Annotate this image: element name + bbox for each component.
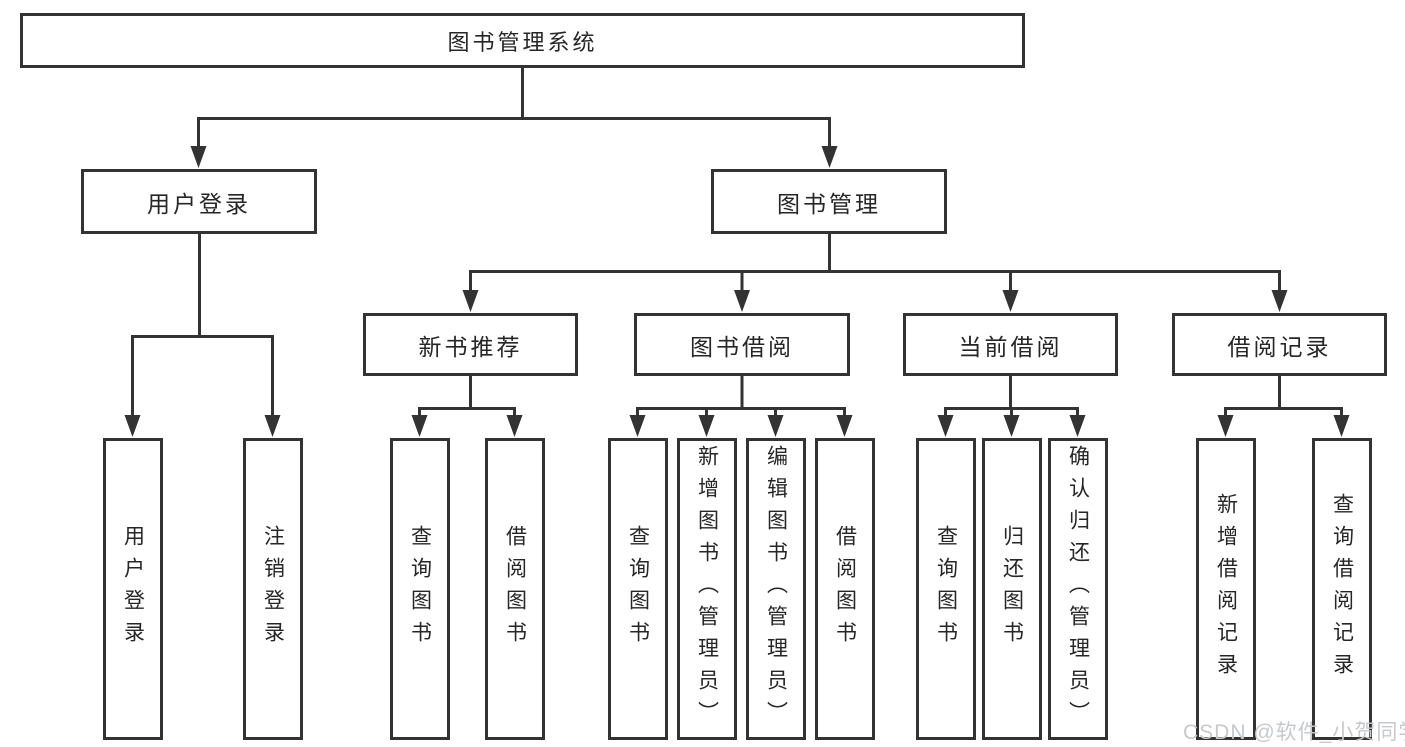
leaf-borrow-add-books-label: 新增图书（管理员） xyxy=(695,445,719,733)
arrow-to-current-confirm xyxy=(1069,415,1086,437)
csdn-watermark: CSDN @软件_小贺同学 xyxy=(1183,721,1405,744)
arrow-to-book-borrow xyxy=(734,290,750,312)
leaf-borrow-edit-books-label: 编辑图书（管理员） xyxy=(764,445,788,733)
arrow-to-borrow-edit xyxy=(767,415,784,437)
edge-root-to-level2 xyxy=(197,67,831,152)
node-user-login: 用户登录 xyxy=(81,169,317,234)
leaf-borrow-edit-books: 编辑图书（管理员） xyxy=(746,438,806,740)
arrow-to-current-query xyxy=(937,415,954,437)
leaf-borrow-add-books: 新增图书（管理员） xyxy=(677,438,737,740)
node-book-management-label: 图书管理 xyxy=(777,190,881,217)
leaf-current-confirm-return-label: 确认归还（管理员） xyxy=(1066,445,1090,733)
edge-book-management-to-level3 xyxy=(469,234,1281,296)
arrow-to-logout-leaf xyxy=(264,415,281,437)
node-borrow-records: 借阅记录 xyxy=(1172,313,1387,376)
node-book-borrow-label: 图书借阅 xyxy=(690,333,794,360)
arrow-to-book-management xyxy=(821,146,838,168)
arrow-to-borrow-borrow xyxy=(836,415,853,437)
arrow-to-recommend-query xyxy=(411,415,428,437)
leaf-records-query-record-label: 查询借阅记录 xyxy=(1330,493,1354,685)
edge-borrow-to-leaves xyxy=(636,376,846,421)
arrow-to-records-query xyxy=(1333,415,1350,437)
arrow-to-new-book-recommend xyxy=(462,290,479,312)
node-root-label: 图书管理系统 xyxy=(447,29,598,55)
leaf-current-return-books: 归还图书 xyxy=(982,438,1042,740)
node-user-login-label: 用户登录 xyxy=(147,190,251,217)
node-current-borrow-label: 当前借阅 xyxy=(958,333,1063,360)
leaf-user-login: 用户登录 xyxy=(103,438,163,740)
arrow-to-records-add xyxy=(1217,415,1234,437)
leaf-logout: 注销登录 xyxy=(243,438,303,740)
leaf-recommend-query-books-label: 查询图书 xyxy=(408,525,432,653)
edge-recommend-to-leaves xyxy=(418,376,516,421)
leaf-current-query-books: 查询图书 xyxy=(916,438,976,740)
arrow-to-current-return xyxy=(1003,415,1020,437)
leaf-recommend-borrow-books: 借阅图书 xyxy=(485,438,545,740)
node-new-book-recommend: 新书推荐 xyxy=(363,313,578,376)
edge-current-to-leaves xyxy=(944,376,1079,421)
arrow-to-login-leaf xyxy=(124,415,141,437)
leaf-borrow-borrow-books: 借阅图书 xyxy=(815,438,875,740)
node-new-book-recommend-label: 新书推荐 xyxy=(418,333,523,360)
edge-records-to-leaves xyxy=(1224,376,1343,421)
leaf-logout-label: 注销登录 xyxy=(261,525,285,653)
leaf-current-query-books-label: 查询图书 xyxy=(934,525,958,653)
leaf-borrow-query-books: 查询图书 xyxy=(608,438,668,740)
node-borrow-records-label: 借阅记录 xyxy=(1227,333,1332,360)
node-root: 图书管理系统 xyxy=(20,13,1025,68)
leaf-borrow-query-books-label: 查询图书 xyxy=(626,525,650,653)
leaf-borrow-borrow-books-label: 借阅图书 xyxy=(833,525,857,653)
arrow-to-borrow-add xyxy=(698,415,715,437)
arrow-to-recommend-borrow xyxy=(506,415,523,437)
leaf-records-query-record: 查询借阅记录 xyxy=(1312,438,1372,740)
node-current-borrow: 当前借阅 xyxy=(903,313,1118,376)
arrow-to-borrow-query xyxy=(629,415,646,437)
edge-user-login-to-leaves xyxy=(131,234,274,421)
leaf-records-add-record-label: 新增借阅记录 xyxy=(1214,493,1238,685)
leaf-recommend-query-books: 查询图书 xyxy=(390,438,450,740)
leaf-user-login-label: 用户登录 xyxy=(121,525,145,653)
node-book-borrow: 图书借阅 xyxy=(634,313,850,376)
arrow-to-borrow-records xyxy=(1271,290,1288,312)
arrow-to-current-borrow xyxy=(1002,290,1019,312)
arrow-to-user-login xyxy=(190,146,207,168)
node-book-management: 图书管理 xyxy=(711,169,947,234)
leaf-current-confirm-return: 确认归还（管理员） xyxy=(1048,438,1108,740)
leaf-current-return-books-label: 归还图书 xyxy=(1000,525,1024,653)
leaf-recommend-borrow-books-label: 借阅图书 xyxy=(503,525,527,653)
leaf-records-add-record: 新增借阅记录 xyxy=(1196,438,1256,740)
